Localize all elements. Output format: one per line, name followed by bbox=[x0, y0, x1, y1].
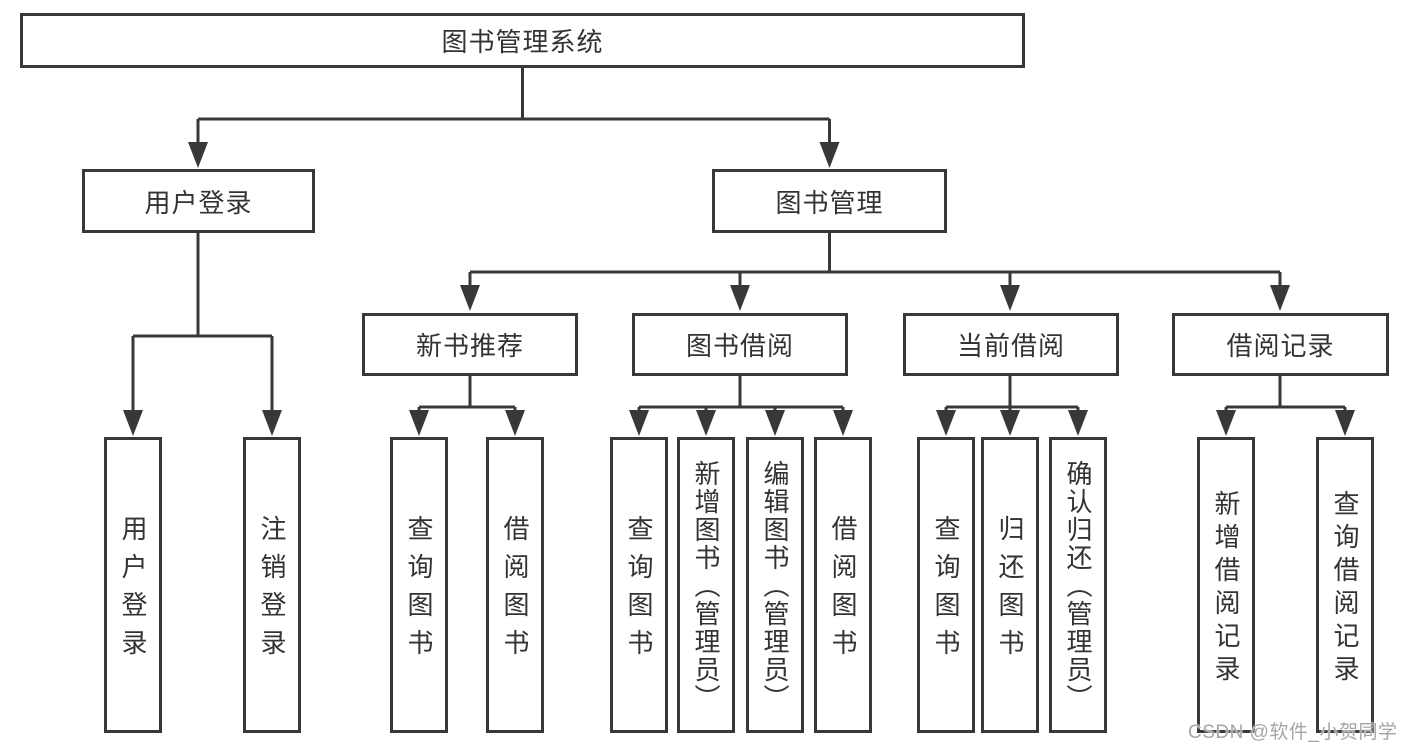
leaf-label: 用户登录 bbox=[118, 515, 148, 667]
leaf-label: 查询借阅记录 bbox=[1330, 489, 1360, 688]
node-borrowing-records: 借阅记录 bbox=[1172, 313, 1389, 376]
leaf-label: 确认归还（管理员） bbox=[1063, 460, 1093, 712]
leaf-label: 新增图书（管理员） bbox=[691, 460, 721, 712]
leaf-query-books-recommend: 查询图书 bbox=[390, 437, 448, 733]
node-label: 新书推荐 bbox=[415, 331, 524, 361]
node-label: 当前借阅 bbox=[956, 331, 1065, 361]
leaf-borrow-books: 借阅图书 bbox=[814, 437, 872, 733]
leaf-label: 注销登录 bbox=[257, 515, 287, 667]
node-new-book-recommendation: 新书推荐 bbox=[362, 313, 578, 376]
leaf-confirm-return-admin: 确认归还（管理员） bbox=[1049, 437, 1107, 733]
node-label: 图书管理 bbox=[775, 187, 884, 218]
leaf-query-books-borrow: 查询图书 bbox=[610, 437, 668, 733]
csdn-watermark: CSDN @软件_小贺同学 bbox=[1188, 722, 1398, 743]
leaf-borrow-books-recommend: 借阅图书 bbox=[486, 437, 544, 733]
node-book-management: 图书管理 bbox=[712, 169, 947, 233]
leaf-label: 查询图书 bbox=[931, 515, 961, 667]
leaf-user-login: 用户登录 bbox=[104, 437, 162, 733]
leaf-return-books: 归还图书 bbox=[981, 437, 1039, 733]
leaf-label: 新增借阅记录 bbox=[1211, 489, 1241, 688]
node-label: 图书管理系统 bbox=[441, 27, 604, 57]
node-label: 图书借阅 bbox=[685, 331, 794, 361]
leaf-label: 编辑图书（管理员） bbox=[760, 460, 790, 712]
leaf-label: 借阅图书 bbox=[500, 515, 530, 667]
leaf-label: 查询图书 bbox=[404, 515, 434, 667]
leaf-query-borrow-record: 查询借阅记录 bbox=[1316, 437, 1374, 733]
leaf-add-borrow-record: 新增借阅记录 bbox=[1197, 437, 1255, 733]
leaf-query-books-current: 查询图书 bbox=[917, 437, 975, 733]
node-current-borrowing: 当前借阅 bbox=[903, 313, 1119, 376]
leaf-label: 归还图书 bbox=[995, 515, 1025, 667]
leaf-edit-books-admin: 编辑图书（管理员） bbox=[746, 437, 804, 733]
node-label: 借阅记录 bbox=[1226, 331, 1335, 361]
node-user-login: 用户登录 bbox=[82, 169, 315, 233]
node-library-management-system: 图书管理系统 bbox=[20, 13, 1025, 68]
node-label: 用户登录 bbox=[144, 187, 253, 218]
leaf-label: 借阅图书 bbox=[828, 515, 858, 667]
node-book-borrowing: 图书借阅 bbox=[632, 313, 848, 376]
leaf-add-books-admin: 新增图书（管理员） bbox=[677, 437, 735, 733]
leaf-logout: 注销登录 bbox=[243, 437, 301, 733]
leaf-label: 查询图书 bbox=[624, 515, 654, 667]
